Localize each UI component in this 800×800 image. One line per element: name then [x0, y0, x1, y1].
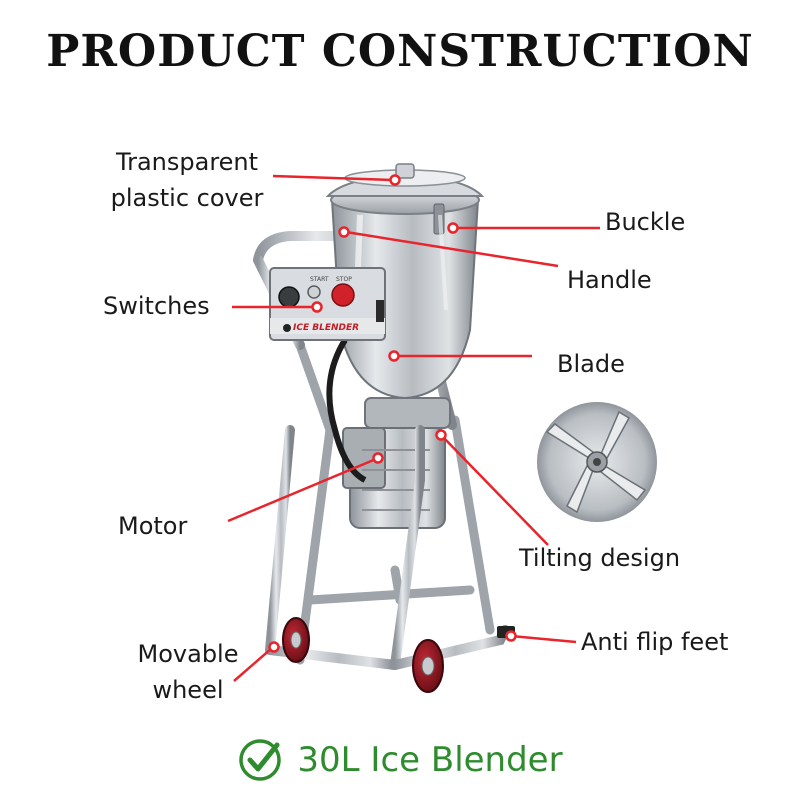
label-motor: Motor [118, 512, 188, 540]
tilting-line [441, 435, 549, 546]
start-label: START [310, 276, 329, 283]
handle-line [345, 230, 559, 268]
footer: 30L Ice Blender [0, 735, 800, 785]
label-cover: Transparent plastic cover [104, 144, 270, 216]
label-blade: Blade [557, 350, 625, 378]
label-feet: Anti flip feet [581, 628, 729, 656]
label-buckle: Buckle [605, 208, 686, 236]
label-tilting: Tilting design [519, 544, 681, 572]
switch-panel [269, 267, 386, 341]
wheel-right [412, 639, 444, 693]
feet-line [510, 634, 577, 644]
page-title: PRODUCT CONSTRUCTION [46, 26, 754, 77]
cover-line [272, 174, 393, 182]
callout-dots [268, 174, 517, 653]
wheel-left [282, 617, 310, 663]
label-wheel-line1: Movable [137, 640, 239, 668]
label-cover-line1: Transparent [115, 148, 259, 176]
stop-label: STOP [336, 276, 352, 283]
label-switches: Switches [103, 292, 210, 320]
coupler [364, 397, 451, 429]
blade-inset [537, 402, 657, 522]
motor-line [227, 457, 377, 523]
check-circle-icon [239, 739, 282, 781]
label-cover-line2: plastic cover [110, 184, 264, 212]
label-wheel-line2: wheel [152, 676, 224, 704]
footer-text: 30L Ice Blender [297, 740, 563, 780]
callout-lines [227, 174, 600, 682]
brand-label: ICE BLENDER [293, 323, 359, 333]
label-handle: Handle [567, 266, 652, 294]
wheel-line [233, 647, 273, 682]
label-wheel: Movable wheel [128, 636, 248, 708]
